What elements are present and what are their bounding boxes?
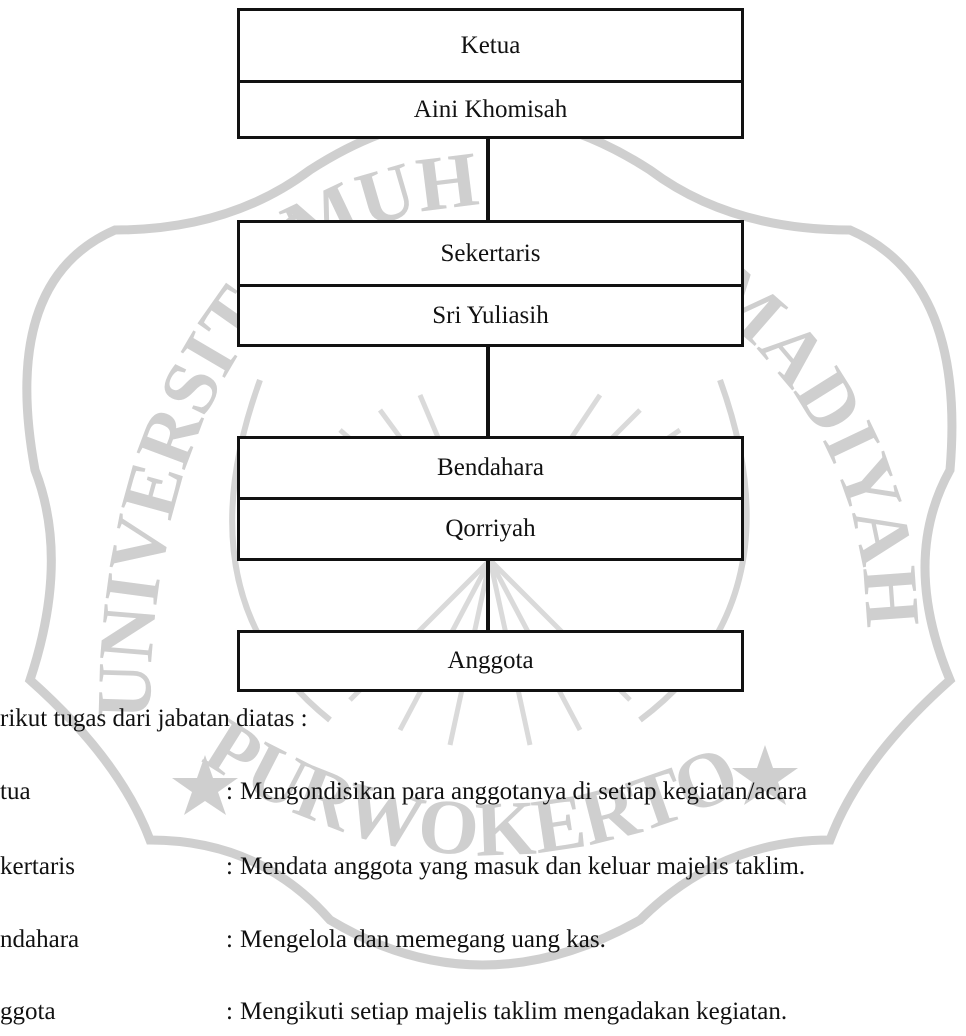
description-term: ggota	[0, 998, 56, 1025]
ketua-box: Ketua Aini Khomisah	[237, 8, 744, 139]
sekretaris-box: Sekertaris Sri Yuliasih	[237, 220, 744, 347]
description-definition: Mengelola dan memegang uang kas.	[240, 926, 606, 953]
description-term: ndahara	[0, 926, 80, 953]
anggota-role: Anggota	[447, 647, 534, 674]
star-icon	[732, 745, 798, 805]
description-definition: Mengikuti setiap majelis taklim mengadak…	[240, 998, 788, 1025]
description-separator: :	[226, 853, 233, 880]
bendahara-divider	[240, 497, 741, 500]
description-separator: :	[226, 998, 233, 1025]
sekretaris-name: Sri Yuliasih	[432, 301, 549, 329]
sekretaris-divider	[240, 284, 741, 287]
description-separator: :	[226, 778, 233, 805]
star-icon	[172, 755, 238, 815]
connector-sekretaris-bendahara	[486, 345, 490, 438]
bendahara-name: Qorriyah	[445, 515, 536, 542]
description-definition: Mendata anggota yang masuk dan keluar ma…	[240, 853, 806, 880]
anggota-box: Anggota	[237, 630, 744, 692]
connector-ketua-sekretaris	[486, 138, 490, 222]
description-intro: rikut tugas dari jabatan diatas :	[0, 705, 308, 732]
bendahara-box: Bendahara Qorriyah	[237, 436, 744, 561]
description-term: tua	[0, 778, 31, 805]
description-term: kertaris	[0, 853, 75, 880]
sekretaris-role: Sekertaris	[440, 239, 541, 267]
star-icons	[172, 745, 798, 815]
connector-bendahara-anggota	[486, 560, 490, 632]
description-definition: Mengondisikan para anggotanya di setiap …	[240, 778, 808, 805]
ketua-name: Aini Khomisah	[413, 95, 568, 123]
ketua-role: Ketua	[460, 31, 521, 59]
description-separator: :	[226, 926, 233, 953]
bendahara-role: Bendahara	[437, 454, 544, 481]
seal-outline	[22, 110, 957, 970]
ketua-divider	[240, 80, 741, 83]
